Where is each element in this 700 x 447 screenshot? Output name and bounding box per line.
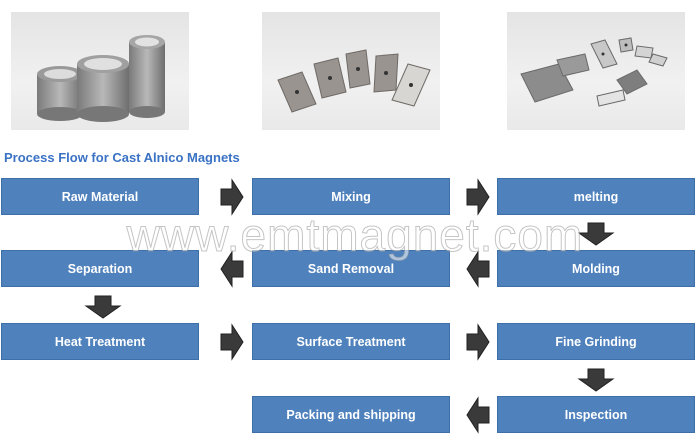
arrow-right-icon	[466, 323, 490, 361]
arrow-left-icon	[466, 250, 490, 288]
arrow-left-icon	[466, 396, 490, 434]
photo-block-magnets	[262, 12, 440, 130]
step-heat-treatment: Heat Treatment	[1, 323, 199, 360]
photo-ring-magnets	[11, 12, 189, 130]
page-title: Process Flow for Cast Alnico Magnets	[4, 150, 240, 165]
step-surface-treatment: Surface Treatment	[252, 323, 450, 360]
arrow-left-icon	[220, 250, 244, 288]
arrow-right-icon	[220, 178, 244, 216]
step-fine-grinding: Fine Grinding	[497, 323, 695, 360]
step-molding: Molding	[497, 250, 695, 287]
arrow-down-icon	[84, 295, 122, 319]
arrow-down-icon	[577, 368, 615, 392]
step-raw-material: Raw Material	[1, 178, 199, 215]
step-melting: melting	[497, 178, 695, 215]
step-packing-and-shipping: Packing and shipping	[252, 396, 450, 433]
arrow-right-icon	[466, 178, 490, 216]
arrow-right-icon	[220, 323, 244, 361]
arrow-down-icon	[577, 222, 615, 246]
step-sand-removal: Sand Removal	[252, 250, 450, 287]
step-separation: Separation	[1, 250, 199, 287]
step-mixing: Mixing	[252, 178, 450, 215]
step-inspection: Inspection	[497, 396, 695, 433]
photo-assorted-magnets	[507, 12, 685, 130]
